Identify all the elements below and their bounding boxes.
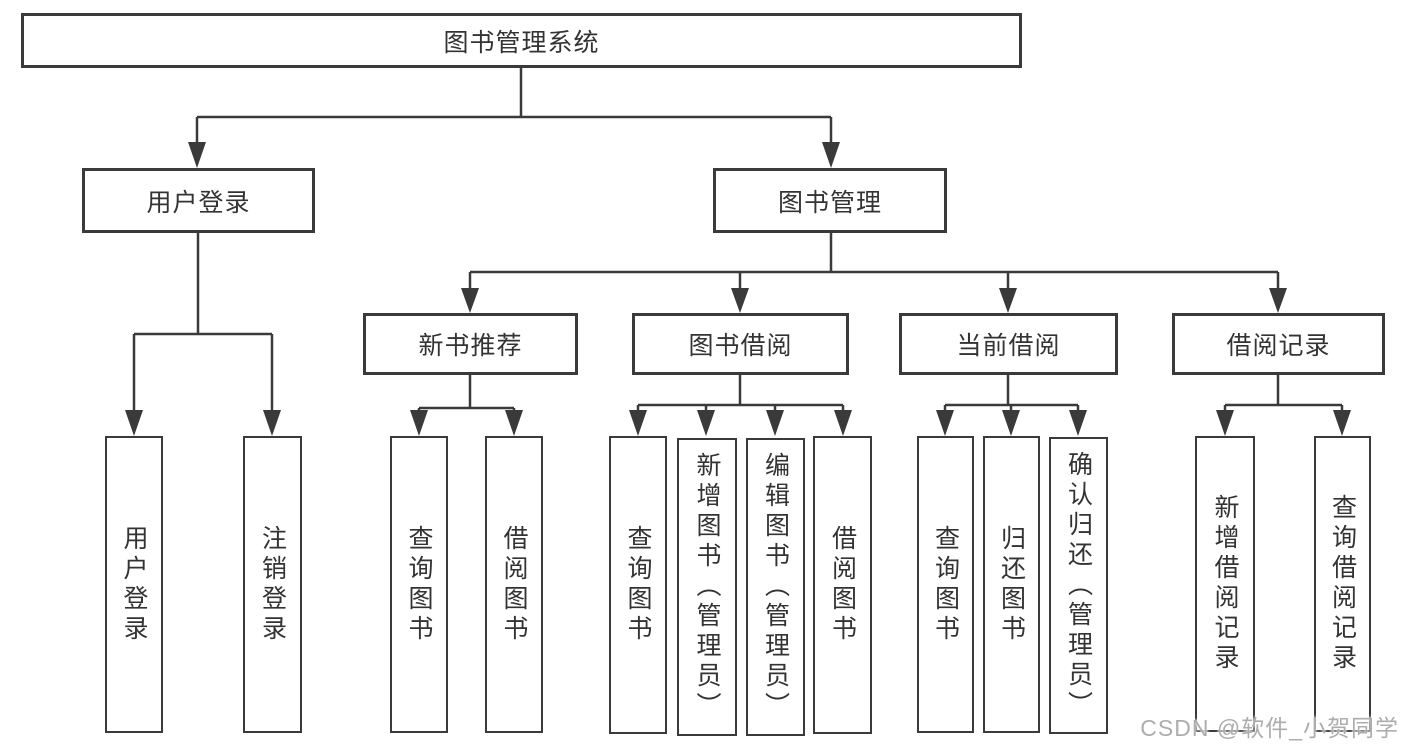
connector-borrowing-records-split	[1223, 374, 1344, 412]
csdn-watermark: CSDN @软件_小贺同学	[1140, 715, 1399, 741]
connector-book-management-split	[468, 232, 1280, 290]
leaf-add-books-admin: 新增图书（管理员）	[677, 438, 737, 736]
leaf-confirm-return-admin: 确认归还（管理员）	[1049, 437, 1108, 734]
connector-root-to-level2	[195, 68, 833, 144]
node-current-borrowing: 当前借阅	[899, 313, 1118, 375]
node-book-management: 图书管理	[713, 168, 947, 233]
node-new-book-recommend: 新书推荐	[363, 313, 578, 375]
leaf-query-books-current: 查询图书	[917, 436, 974, 733]
connector-new-book-recommend-split	[417, 374, 516, 412]
node-borrowing-records: 借阅记录	[1172, 313, 1385, 375]
arrowheads	[125, 142, 1351, 436]
connector-current-borrowing-split	[943, 374, 1080, 412]
leaf-borrow-books-recommend: 借阅图书	[485, 436, 543, 733]
leaf-query-books-borrowing: 查询图书	[609, 436, 667, 734]
leaf-return-books: 归还图书	[983, 436, 1040, 733]
connector-book-borrowing-split	[636, 374, 845, 412]
node-user-login: 用户登录	[82, 168, 315, 233]
connector-user-login-split	[132, 232, 274, 412]
node-book-borrowing: 图书借阅	[632, 313, 849, 375]
leaf-add-borrow-record: 新增借阅记录	[1195, 436, 1255, 732]
leaf-edit-books-admin: 编辑图书（管理员）	[746, 438, 805, 736]
leaf-query-books-recommend: 查询图书	[390, 436, 448, 733]
leaf-query-borrow-record: 查询借阅记录	[1314, 436, 1371, 732]
leaf-logout: 注销登录	[243, 436, 302, 733]
leaf-borrow-books-borrowing: 借阅图书	[813, 436, 872, 734]
leaf-user-login: 用户登录	[105, 436, 163, 733]
node-root-library-management-system: 图书管理系统	[21, 13, 1022, 68]
